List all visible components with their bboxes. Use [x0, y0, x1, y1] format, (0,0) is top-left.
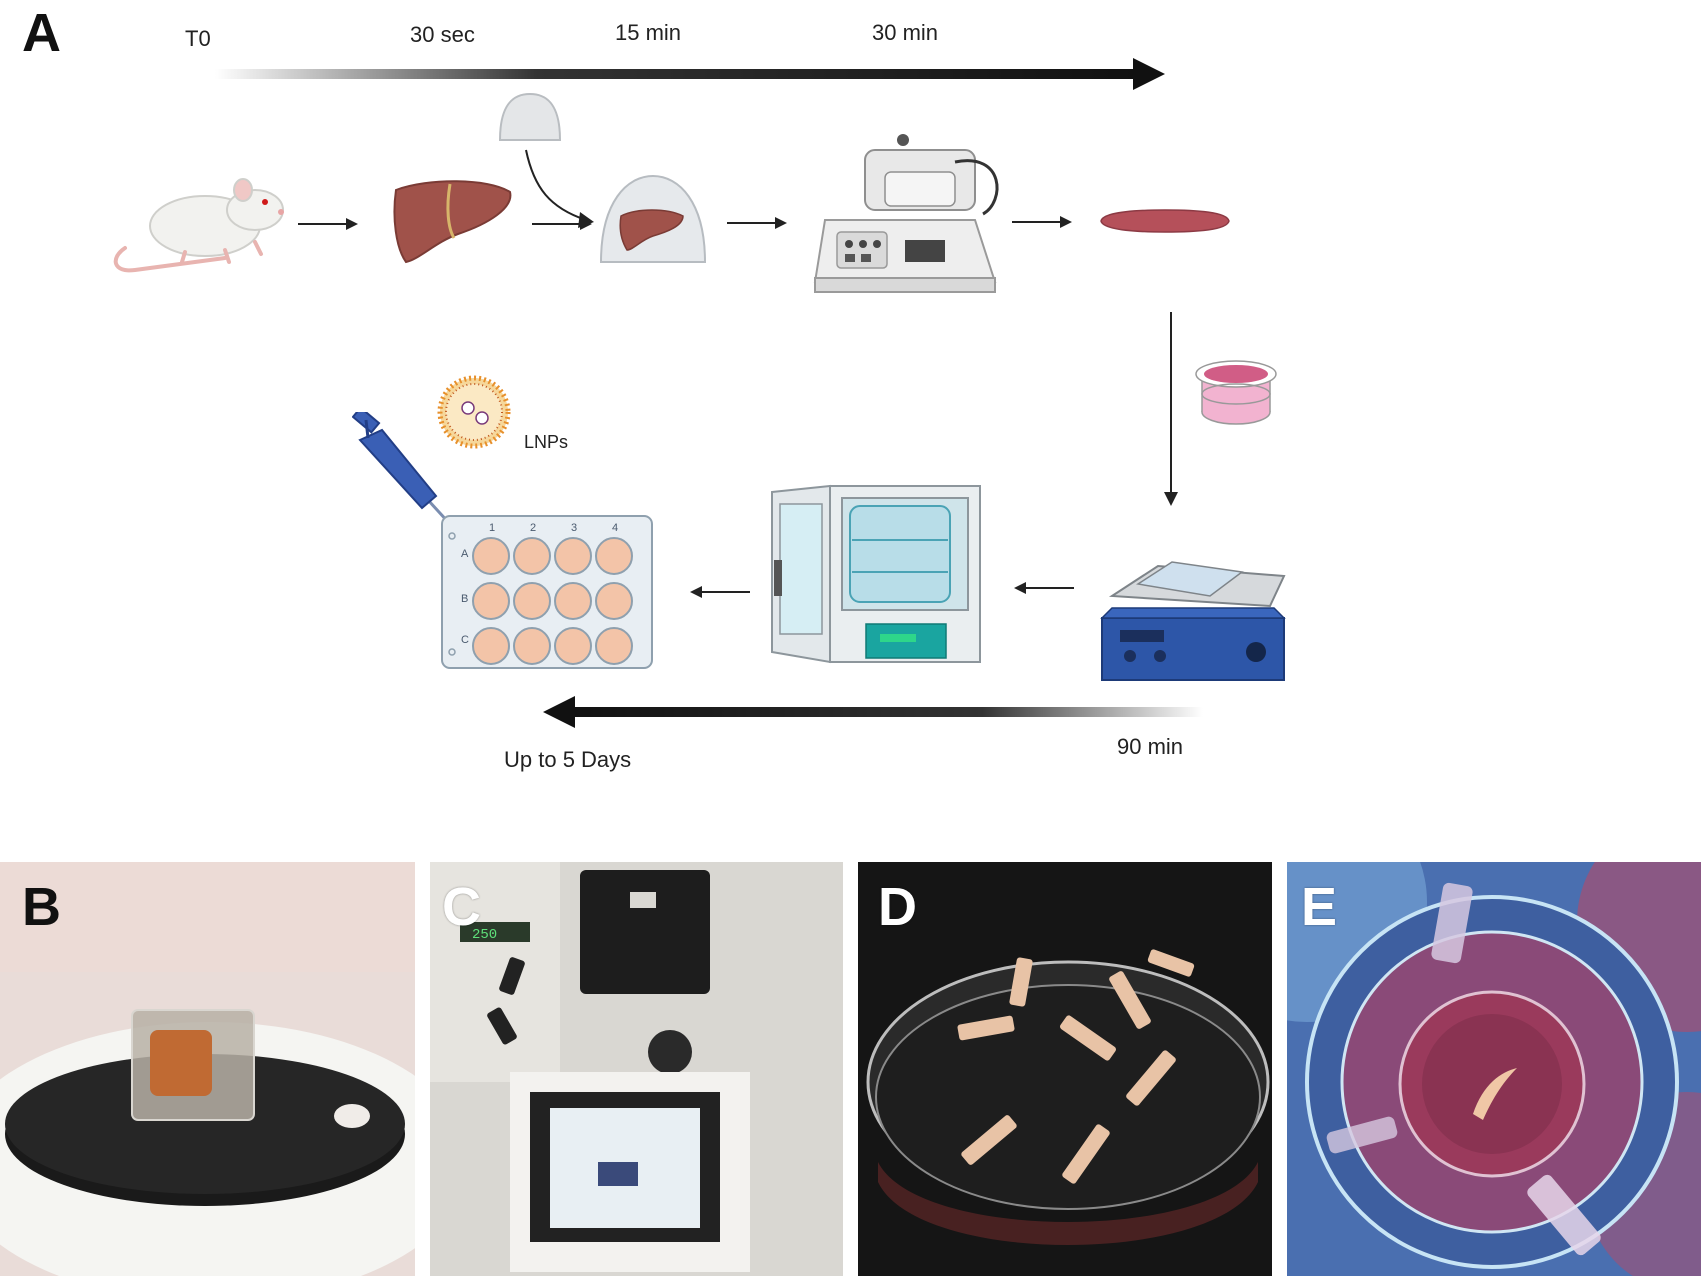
incubator-illustration — [771, 484, 981, 664]
plate-wells — [472, 537, 633, 665]
lnps-label: LNPs — [524, 432, 569, 452]
panel-label-b: B — [22, 877, 61, 937]
timeline-label-15min: 15 min — [615, 20, 682, 45]
photo-panel-b: B — [0, 862, 415, 1276]
panel-label-e: E — [1301, 877, 1338, 937]
plate-col-2: 2 — [530, 522, 537, 534]
timeline-label-90min: 90 min — [1117, 734, 1184, 759]
plate-well — [595, 582, 633, 620]
panel-label-c: C — [442, 877, 481, 937]
lnp-particle-icon — [437, 375, 511, 449]
embedded-liver-dome — [599, 174, 707, 263]
plate-well — [513, 582, 551, 620]
plate-well — [472, 537, 510, 575]
plate-well — [513, 627, 551, 665]
plate-well — [595, 537, 633, 575]
plate-well — [554, 627, 592, 665]
panel-label-a: A — [22, 3, 61, 63]
arrow-slice-down — [1164, 312, 1178, 506]
arrow-incubator-to-plate — [690, 586, 750, 598]
plate-row-b: B — [461, 593, 469, 605]
plate-col-1: 1 — [489, 522, 496, 534]
plate-col-3: 3 — [571, 522, 578, 534]
mouse-illustration — [113, 178, 284, 273]
arrow-agarose-to-vibratome — [727, 217, 787, 229]
plate-well — [554, 537, 592, 575]
liver-illustration — [393, 180, 512, 264]
plate-row-c: C — [461, 634, 469, 646]
curved-arrow-mold — [525, 149, 594, 228]
plate-row-a: A — [461, 548, 469, 560]
svg-text:250: 250 — [472, 927, 497, 943]
shaker-illustration — [1100, 561, 1286, 681]
timeline-label-30sec: 30 sec — [410, 22, 475, 47]
well-plate-illustration — [441, 515, 653, 669]
arrow-vibratome-to-slice — [1012, 216, 1072, 228]
photo-panel-e: E — [1287, 862, 1701, 1276]
agarose-mold-icon — [498, 92, 562, 141]
culture-insert-illustration — [1195, 360, 1277, 425]
arrow-mouse-to-liver — [298, 218, 358, 230]
timeline-label-30min: 30 min — [872, 20, 939, 45]
plate-well — [595, 627, 633, 665]
plate-well — [472, 582, 510, 620]
timeline-label-5days: Up to 5 Days — [504, 747, 632, 772]
liver-slice-illustration — [1100, 209, 1230, 233]
timeline-label-t0: T0 — [185, 26, 211, 51]
timeline-arrow-top — [215, 58, 1165, 90]
plate-col-4: 4 — [612, 522, 619, 534]
panel-label-d: D — [878, 877, 917, 937]
plate-well — [472, 627, 510, 665]
vibratome-illustration — [813, 134, 999, 293]
timeline-arrow-bottom — [543, 696, 1203, 728]
photo-panel-d: D — [858, 862, 1272, 1276]
plate-well — [554, 582, 592, 620]
arrow-shaker-to-incubator — [1014, 582, 1074, 594]
photo-panel-c: 250 C — [430, 862, 843, 1276]
plate-well — [513, 537, 551, 575]
